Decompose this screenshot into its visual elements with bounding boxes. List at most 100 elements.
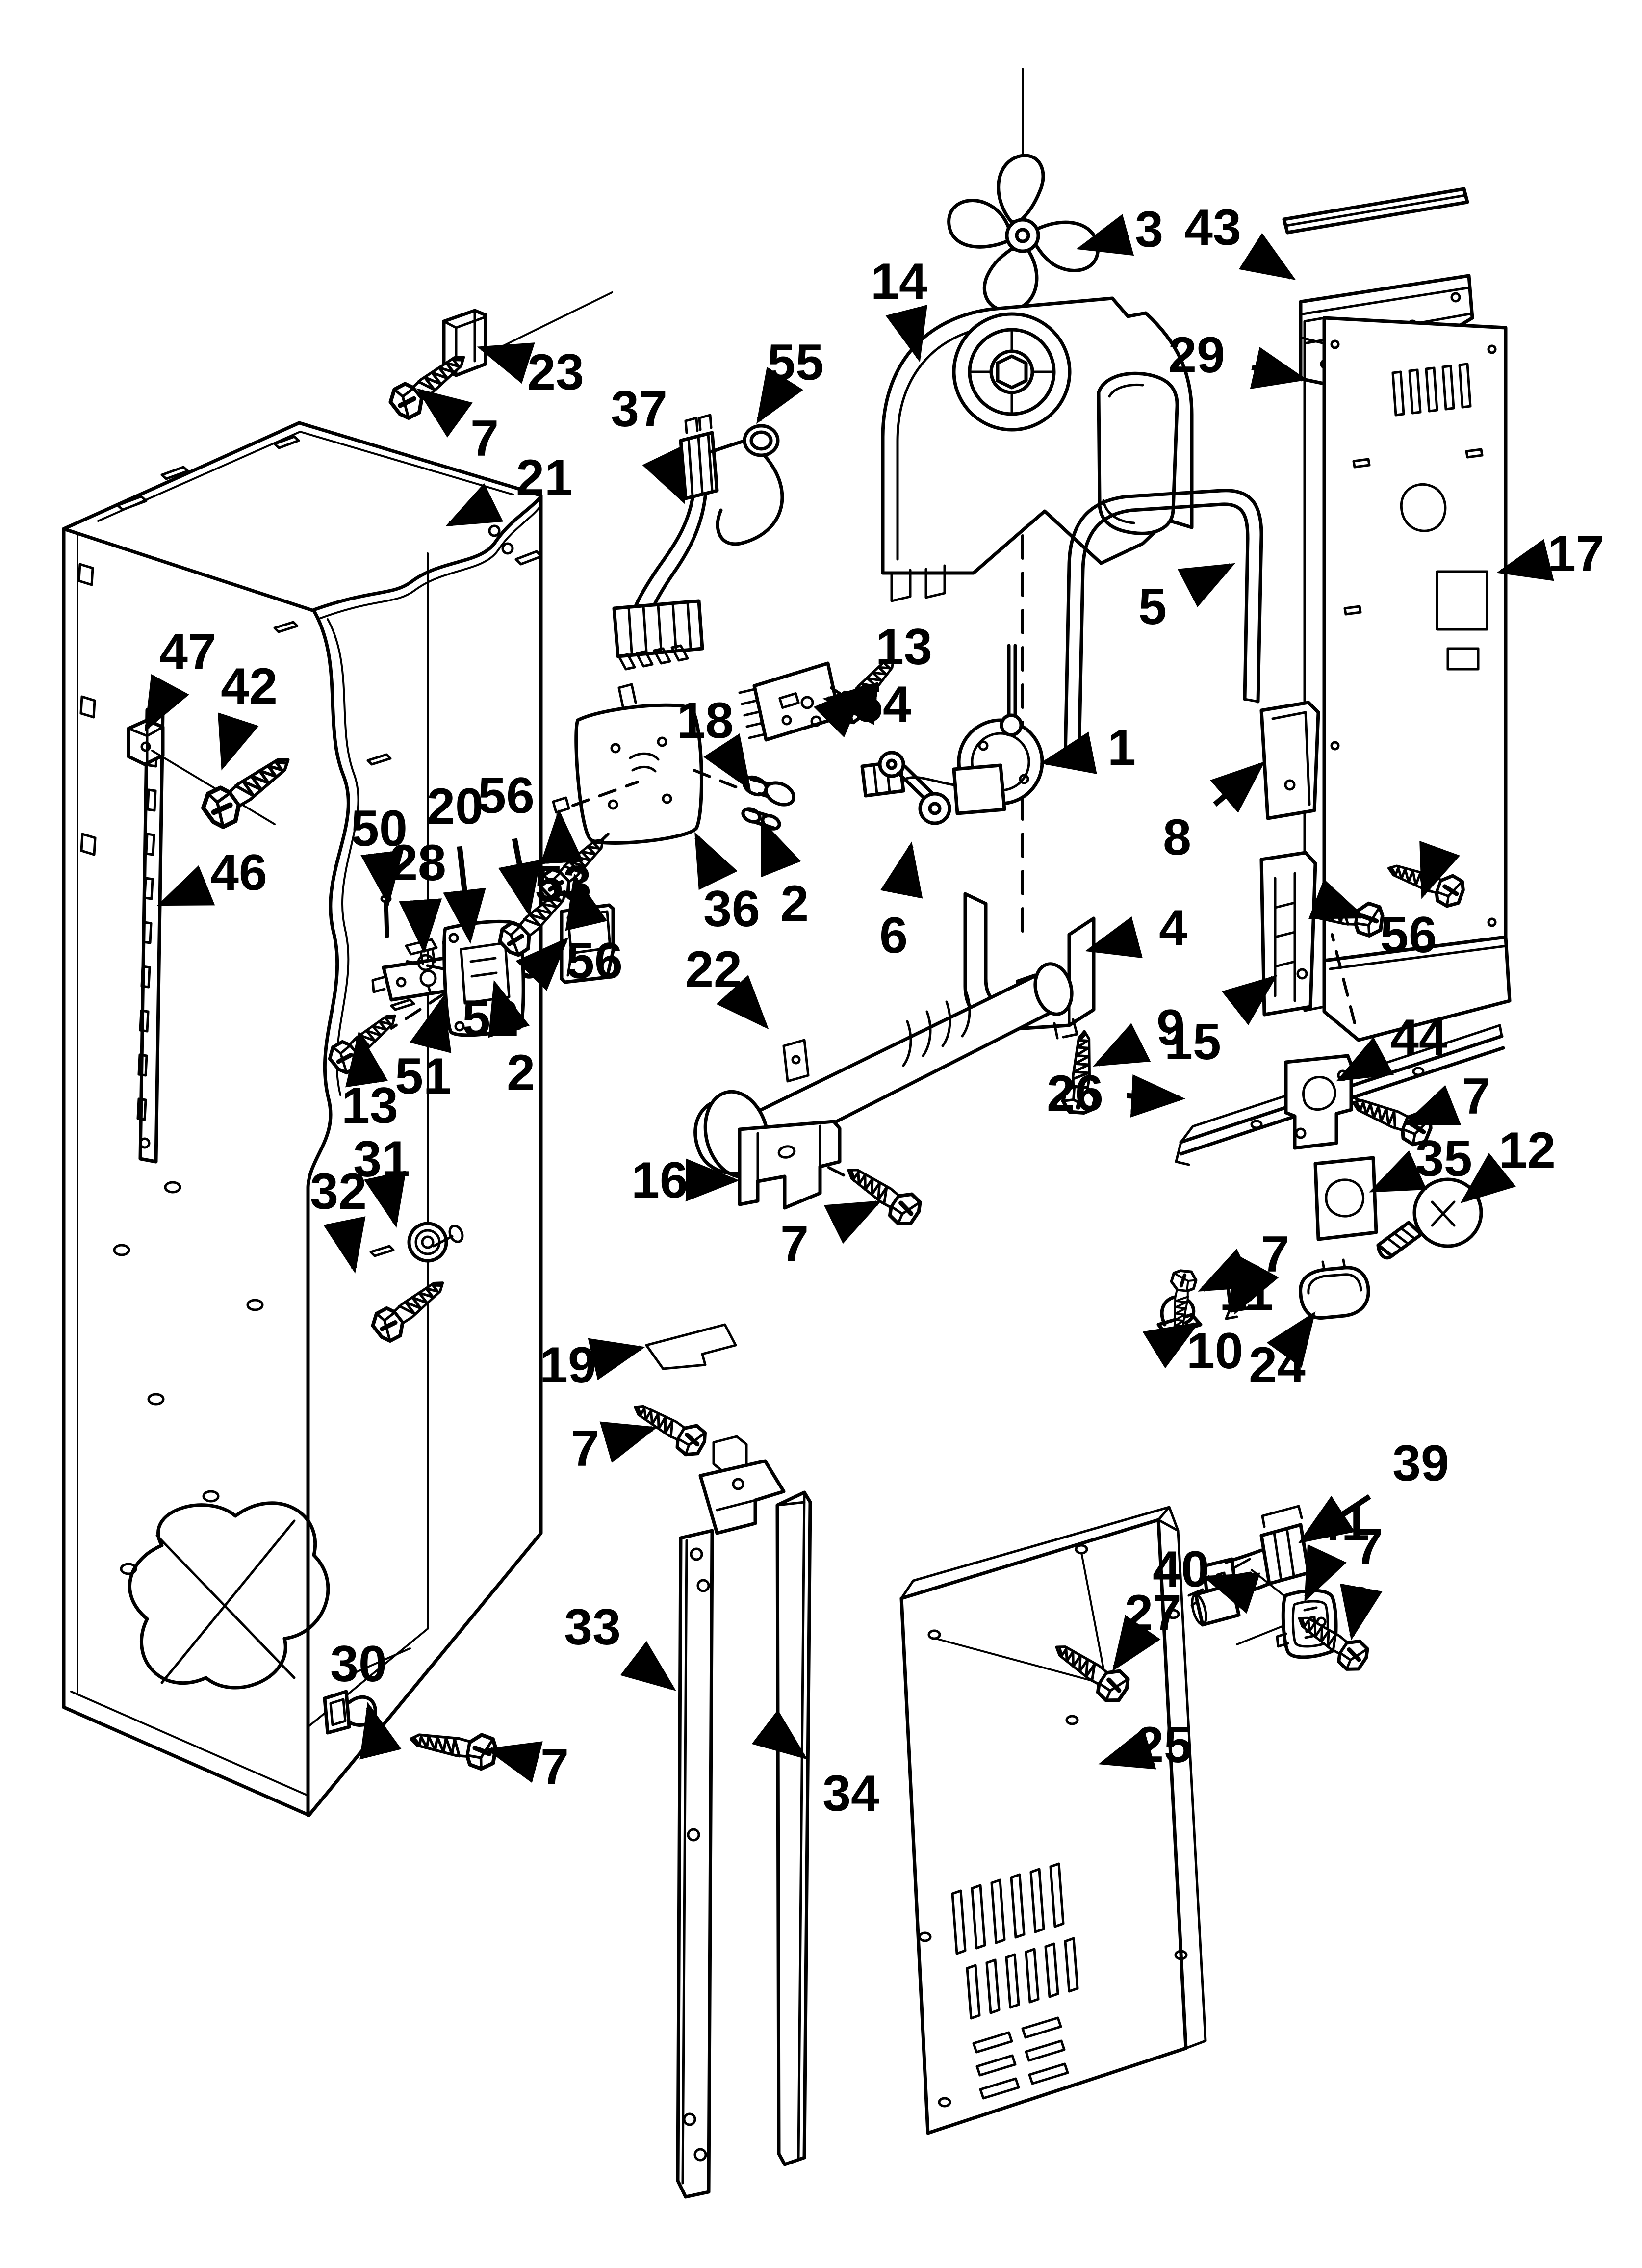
callout-arrow: [323, 1216, 366, 1274]
callout-arrow: [1202, 1572, 1260, 1614]
screw-icon: [627, 1394, 710, 1460]
callout-arrow: [760, 819, 801, 878]
callout-arrow: [703, 733, 751, 791]
callout-arrow: [1221, 975, 1278, 1025]
callout-arrow: [880, 841, 923, 899]
part-number-label: 44: [1390, 1009, 1447, 1066]
callout-arrow: [1198, 1249, 1256, 1292]
strip-top-bracket-drawing: [698, 1435, 786, 1535]
part-number-label: 52: [462, 990, 519, 1047]
callout-arrow: [1085, 916, 1143, 959]
bushing-drawing: [742, 775, 795, 807]
support-plate-drawing: [1259, 701, 1320, 820]
callout-arrow: [144, 674, 189, 732]
callout-arrow: [1496, 539, 1554, 581]
callout-arrow: [488, 980, 530, 1038]
part-number-label: 7: [780, 1216, 809, 1273]
part-number-label: 40: [1153, 1541, 1209, 1598]
part-number-label: 56: [1380, 907, 1437, 964]
part-number-label: 56: [478, 767, 535, 824]
fan-blade-drawing: [947, 68, 1100, 934]
part-number-label: 56: [566, 933, 623, 990]
duct-bracket-drawing: [738, 1120, 880, 1210]
part-number-label: 34: [822, 1765, 879, 1822]
spacer-drawing: [741, 807, 781, 831]
motor-link-drawing: [878, 751, 951, 825]
callout-arrow: [540, 809, 584, 864]
part-number-label: 36: [703, 881, 760, 938]
callout-arrow: [885, 305, 927, 363]
callout-arrow: [1238, 233, 1296, 280]
part-number-label: 9: [1156, 999, 1185, 1056]
part-number-label: 14: [871, 253, 927, 310]
part-number-label: 35: [1415, 1130, 1472, 1187]
part-number-label: 21: [516, 449, 573, 506]
callout-arrow: [443, 846, 486, 944]
callout-arrow: [694, 832, 738, 890]
part-number-label: 39: [1392, 1435, 1449, 1492]
callout-arrow: [399, 898, 442, 954]
part-number-label: 25: [1135, 1717, 1192, 1773]
part-number-label: 22: [685, 941, 742, 998]
part-number-label: 50: [351, 800, 408, 857]
callout-arrow: [1308, 879, 1367, 919]
callout-arrow: [1040, 731, 1097, 774]
part-number-label: 29: [1168, 327, 1225, 384]
callout-arrow: [588, 1338, 645, 1381]
rail-bracket-drawing: [1284, 1054, 1400, 1150]
part-number-label: 2: [507, 1044, 535, 1101]
grommet-drawing: [407, 1222, 464, 1263]
evaporator-panel-drawing: [1303, 316, 1512, 1042]
callout-arrow: [1112, 1615, 1161, 1672]
callout-arrow: [218, 712, 259, 771]
part-number-label: 3: [1135, 201, 1163, 258]
callout-arrow: [1403, 1085, 1462, 1126]
callout-arrow: [515, 937, 569, 991]
callout-arrow: [1336, 1037, 1394, 1082]
freezer-cabinet-drawing: [62, 421, 543, 1817]
rocker-switch-drawing: [1236, 1569, 1338, 1659]
part-number-label: 24: [1249, 1337, 1306, 1394]
part-number-label: 12: [1499, 1122, 1556, 1179]
callout-arrow: [1098, 1728, 1156, 1770]
top-strip-drawing: [1282, 187, 1469, 235]
part-number-label: 7: [540, 1739, 569, 1796]
fan-motor-drawing: [860, 644, 1044, 815]
callout-arrow: [409, 995, 452, 1053]
callout-arrow: [599, 1421, 658, 1463]
callout-arrow: [156, 865, 215, 907]
callout-arrow: [1368, 1150, 1427, 1193]
part-number-label: 23: [527, 344, 584, 401]
label-sticker-drawing: [645, 1323, 737, 1370]
filler-strip-drawing: [775, 1490, 812, 2166]
part-number-label: 46: [210, 844, 267, 901]
callout-arrow: [620, 1641, 676, 1691]
part-number-label: 37: [611, 381, 667, 438]
callout-arrow: [477, 342, 535, 384]
callout-arrow: [416, 388, 473, 438]
part-number-label: 1: [1107, 719, 1136, 776]
part-number-label: 54: [854, 676, 911, 733]
callout-arrow: [1419, 840, 1460, 899]
callout-arrow: [565, 873, 608, 931]
callout-arrow: [1460, 1152, 1516, 1203]
part-number-label: 41: [1313, 1495, 1370, 1552]
callout-arrow: [1298, 1494, 1371, 1544]
part-number-label: 8: [1163, 809, 1191, 866]
part-number-label: 20: [427, 778, 484, 835]
callout-arrow: [1304, 1544, 1347, 1602]
part-number-label: 13: [341, 1077, 398, 1134]
support-plate-lower-drawing: [1259, 851, 1317, 1017]
part-number-label: 7: [1462, 1068, 1490, 1125]
part-number-label: 43: [1184, 199, 1241, 256]
part-number-label: 13: [875, 619, 932, 676]
callout-arrow: [445, 483, 504, 526]
part-number-label: 7: [1355, 1518, 1383, 1575]
callout-arrow: [345, 1031, 388, 1088]
callout-arrow: [1093, 1023, 1151, 1067]
part-number-label: 5: [1138, 578, 1167, 635]
wire-harness-drawing: [612, 414, 784, 671]
part-number-label: 28: [389, 834, 446, 891]
